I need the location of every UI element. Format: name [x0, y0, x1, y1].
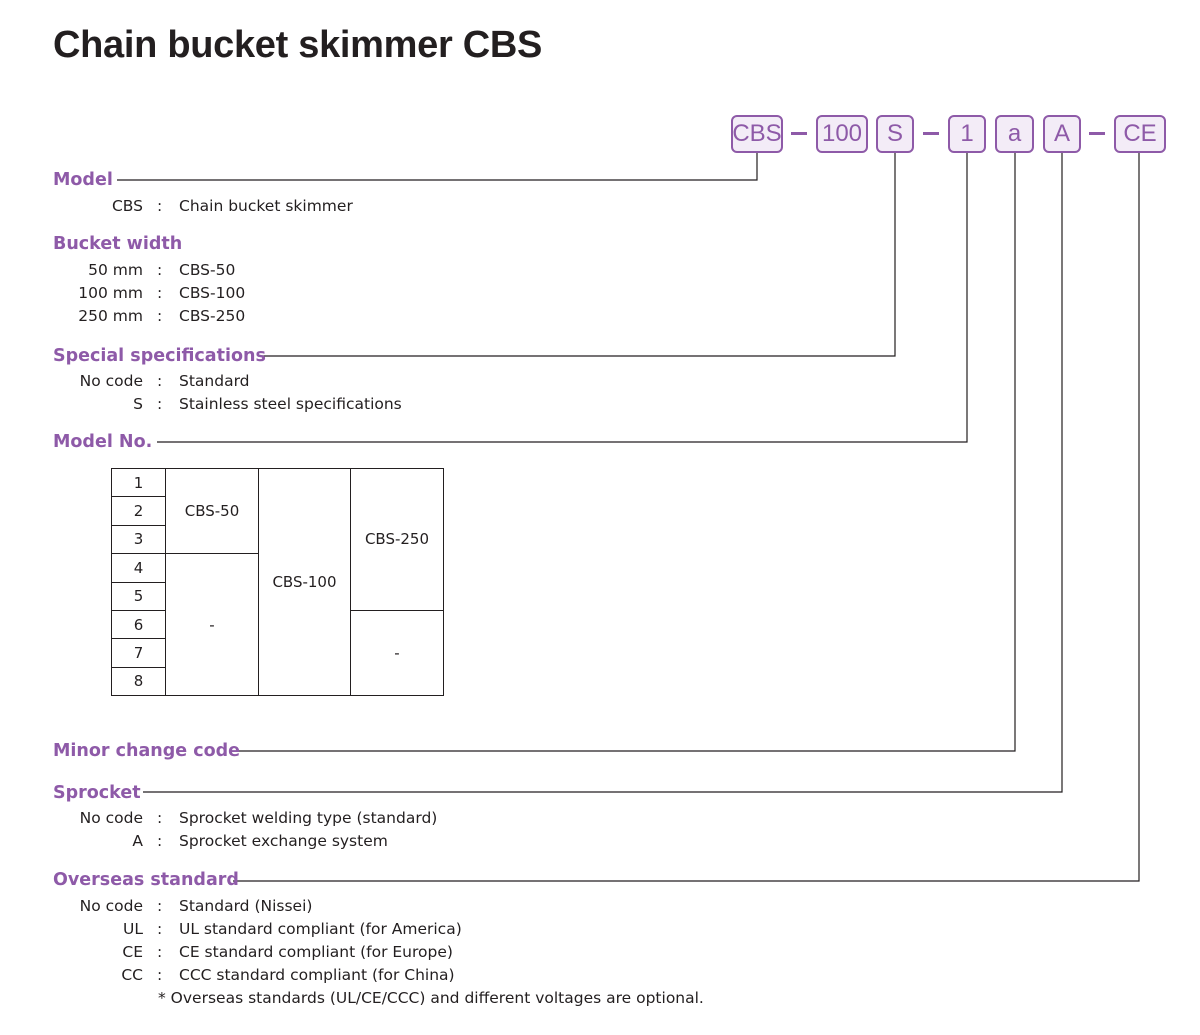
spec-row: No code : Standard — [0, 370, 1200, 392]
spec-code: A — [132, 832, 143, 850]
code-box-special-specs: S — [876, 115, 914, 153]
spec-code: 100 mm — [78, 284, 143, 302]
spec-code: CE — [122, 943, 143, 961]
spec-code: UL — [123, 920, 143, 938]
spec-desc: CCC standard compliant (for China) — [179, 966, 455, 984]
code-dash — [1089, 132, 1105, 135]
code-box-bucket-width: 100 — [816, 115, 868, 153]
table-row: 6 - — [111, 609, 444, 697]
section-heading-model: Model — [53, 170, 113, 190]
spec-desc: Sprocket welding type (standard) — [179, 809, 438, 827]
spec-separator: : — [157, 395, 163, 413]
spec-row: CBS : Chain bucket skimmer — [0, 195, 1200, 217]
connector-minor-change — [236, 153, 1016, 752]
spec-code: CC — [121, 966, 143, 984]
table-cell-number: 4 — [111, 553, 166, 583]
table-cell-cbs100: CBS-100 — [258, 467, 351, 697]
table-cell-number: 2 — [111, 496, 166, 526]
spec-row: UL : UL standard compliant (for America) — [0, 918, 1200, 940]
table-row: 4 - — [111, 553, 444, 697]
spec-desc: CBS-50 — [179, 261, 236, 279]
spec-desc: CBS-250 — [179, 307, 246, 325]
spec-code: S — [133, 395, 143, 413]
table-cell-cbs250: CBS-250 — [350, 468, 444, 611]
spec-separator: : — [157, 197, 163, 215]
table-cell-number: 8 — [111, 666, 166, 697]
spec-row: S : Stainless steel specifications — [0, 393, 1200, 415]
section-heading-bucket-width: Bucket width — [53, 234, 183, 254]
spec-row: CC : CCC standard compliant (for China) — [0, 964, 1200, 986]
table-cell-number: 6 — [111, 609, 166, 640]
page-title: Chain bucket skimmer CBS — [53, 24, 543, 66]
spec-row: No code : Standard (Nissei) — [0, 895, 1200, 917]
connector-overseas — [233, 153, 1140, 882]
spec-row: A : Sprocket exchange system — [0, 830, 1200, 852]
spec-desc: Standard (Nissei) — [179, 897, 313, 915]
spec-desc: Chain bucket skimmer — [179, 197, 353, 215]
spec-row: No code : Sprocket welding type (standar… — [0, 807, 1200, 829]
code-box-model: CBS — [731, 115, 783, 153]
spec-row: 100 mm : CBS-100 — [0, 282, 1200, 304]
spec-separator: : — [157, 920, 163, 938]
table-cell-cbs50-na: - — [165, 553, 259, 697]
footnote: * Overseas standards (UL/CE/CCC) and dif… — [158, 989, 704, 1007]
table-row: 3 — [111, 524, 444, 555]
section-heading-special-specs: Special specifications — [53, 346, 266, 366]
spec-code: No code — [79, 372, 143, 390]
section-heading-model-no: Model No. — [53, 432, 153, 452]
spec-separator: : — [157, 832, 163, 850]
spec-code: CBS — [111, 197, 143, 215]
spec-desc: UL standard compliant (for America) — [179, 920, 462, 938]
spec-separator: : — [157, 307, 163, 325]
connector-sprocket — [143, 153, 1063, 793]
spec-desc: Standard — [179, 372, 250, 390]
spec-desc: CBS-100 — [179, 284, 246, 302]
spec-desc: Stainless steel specifications — [179, 395, 402, 413]
table-cell-number: 7 — [111, 638, 166, 668]
code-box-model-no: 1 — [948, 115, 986, 153]
code-box-overseas: CE — [1114, 115, 1166, 153]
code-box-minor-change: a — [995, 115, 1034, 153]
code-box-sprocket: A — [1043, 115, 1081, 153]
code-dash — [923, 132, 939, 135]
spec-row: 250 mm : CBS-250 — [0, 305, 1200, 327]
table-row: 7 — [111, 638, 444, 668]
spec-row: 50 mm : CBS-50 — [0, 259, 1200, 281]
spec-code: No code — [79, 809, 143, 827]
spec-separator: : — [157, 966, 163, 984]
section-heading-overseas: Overseas standard — [53, 870, 239, 890]
spec-code: No code — [79, 897, 143, 915]
spec-row: CE : CE standard compliant (for Europe) — [0, 941, 1200, 963]
spec-desc: Sprocket exchange system — [179, 832, 388, 850]
section-heading-minor-change: Minor change code — [53, 741, 240, 761]
model-no-table: 1 CBS-50 CBS-100 CBS-250 2 3 4 - 5 6 - 7… — [111, 467, 444, 697]
spec-separator: : — [157, 809, 163, 827]
spec-desc: CE standard compliant (for Europe) — [179, 943, 453, 961]
connector-special-specs — [261, 153, 896, 357]
table-row: 8 — [111, 666, 444, 697]
spec-code: 250 mm — [78, 307, 143, 325]
spec-separator: : — [157, 943, 163, 961]
section-heading-sprocket: Sprocket — [53, 783, 141, 803]
table-cell-number: 3 — [111, 524, 166, 555]
table-row: 5 — [111, 581, 444, 611]
table-cell-number: 5 — [111, 581, 166, 611]
table-cell-number: 1 — [111, 467, 166, 498]
spec-separator: : — [157, 261, 163, 279]
connector-model — [117, 153, 758, 181]
spec-separator: : — [157, 897, 163, 915]
code-dash — [791, 132, 807, 135]
spec-separator: : — [157, 284, 163, 302]
spec-code: 50 mm — [88, 261, 143, 279]
table-row: 1 CBS-50 CBS-100 CBS-250 — [111, 467, 444, 697]
table-cell-cbs250-na: - — [350, 609, 444, 697]
table-cell-cbs50: CBS-50 — [165, 467, 259, 555]
connector-model-no — [157, 153, 968, 443]
spec-separator: : — [157, 372, 163, 390]
